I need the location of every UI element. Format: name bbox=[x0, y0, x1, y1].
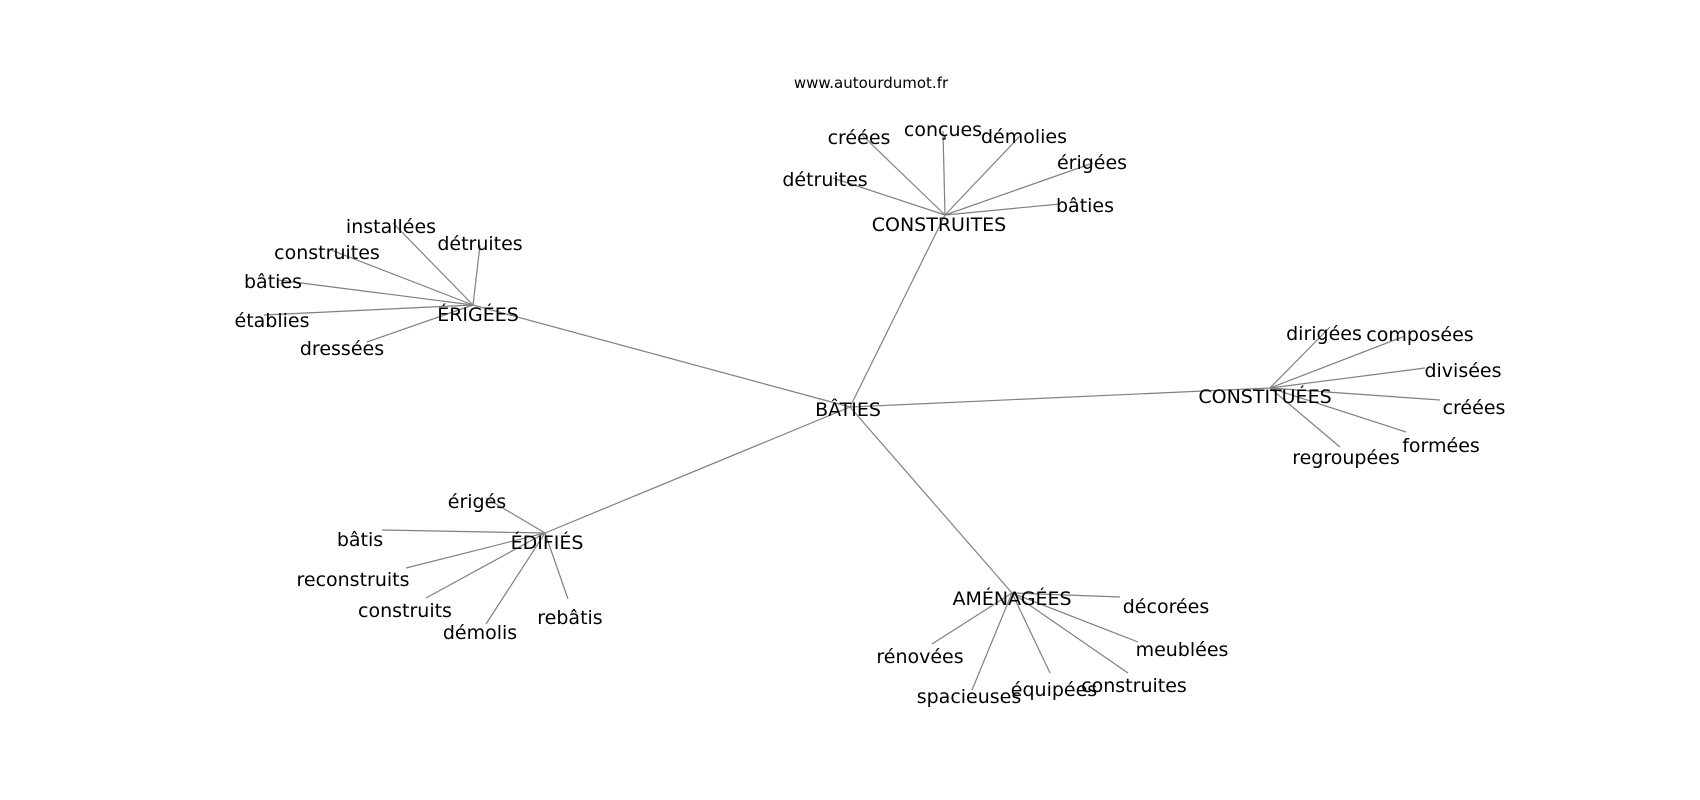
edge-branch-to-word bbox=[544, 532, 569, 600]
word-node-label[interactable]: créées bbox=[828, 127, 891, 149]
word-node-label[interactable]: détruites bbox=[437, 233, 522, 255]
edge-center-to-branch bbox=[849, 387, 1271, 408]
word-node-label[interactable]: spacieuses bbox=[917, 686, 1022, 708]
edge-branch-to-word bbox=[832, 177, 946, 216]
branch-node-label[interactable]: AMÉNAGÉES bbox=[952, 587, 1071, 610]
edge-branch-to-word bbox=[931, 592, 1013, 645]
word-node-label[interactable]: reconstruits bbox=[296, 569, 409, 591]
word-node-label[interactable]: érigées bbox=[1057, 152, 1127, 174]
edge-branch-to-word bbox=[366, 304, 474, 343]
edge-branch-to-word bbox=[392, 222, 474, 306]
edge-branch-to-word bbox=[944, 162, 1094, 216]
edge-branch-to-word bbox=[1269, 387, 1341, 448]
word-node-label[interactable]: démolies bbox=[981, 126, 1067, 148]
word-node-label[interactable]: rebâtis bbox=[537, 607, 602, 629]
edge-branch-to-word bbox=[381, 529, 546, 534]
word-node-label[interactable]: équipées bbox=[1011, 679, 1097, 701]
edge-branch-to-word bbox=[942, 130, 946, 216]
word-node-label[interactable]: composées bbox=[1366, 324, 1473, 346]
word-node-label[interactable]: détruites bbox=[782, 169, 867, 191]
edge-branch-to-word bbox=[1269, 335, 1406, 389]
branch-node-label[interactable]: ÉDIFIÉS bbox=[511, 531, 584, 554]
edge-branch-to-word bbox=[425, 532, 546, 599]
word-node-label[interactable]: conçues bbox=[904, 119, 982, 141]
edge-branch-to-word bbox=[1011, 592, 1051, 674]
word-node-label[interactable]: démolis bbox=[443, 622, 517, 644]
edge-branch-to-word bbox=[277, 279, 474, 306]
branch-node-label[interactable]: ÉRIGÉES bbox=[437, 303, 519, 326]
edge-branch-to-word bbox=[1269, 367, 1426, 389]
graph-edges bbox=[263, 130, 1441, 691]
word-node-label[interactable]: construites bbox=[274, 242, 380, 264]
center-node-label[interactable]: BÂTIES bbox=[815, 398, 881, 421]
branch-node-label[interactable]: CONSTRUITES bbox=[872, 214, 1006, 236]
edge-branch-to-word bbox=[485, 532, 546, 625]
edge-center-to-branch bbox=[544, 406, 851, 534]
edge-branch-to-word bbox=[861, 134, 946, 216]
edge-branch-to-word bbox=[472, 244, 481, 306]
word-node-label[interactable]: formées bbox=[1402, 435, 1480, 457]
branch-node-label[interactable]: CONSTITUÉES bbox=[1198, 385, 1331, 408]
edge-branch-to-word bbox=[263, 304, 474, 316]
edge-center-to-branch bbox=[849, 214, 946, 408]
edge-center-to-branch bbox=[472, 304, 851, 408]
site-watermark: www.autourdumot.fr bbox=[793, 74, 949, 92]
word-node-label[interactable]: bâtis bbox=[337, 529, 383, 551]
word-node-label[interactable]: rénovées bbox=[876, 646, 963, 668]
word-node-label[interactable]: construites bbox=[1081, 675, 1187, 697]
edge-branch-to-word bbox=[485, 497, 546, 534]
edge-center-to-branch bbox=[849, 406, 1013, 594]
word-node-label[interactable]: construits bbox=[358, 600, 452, 622]
word-node-label[interactable]: bâties bbox=[1056, 195, 1114, 217]
word-node-label[interactable]: décorées bbox=[1123, 596, 1210, 618]
edge-branch-to-word bbox=[944, 203, 1061, 216]
word-node-label[interactable]: regroupées bbox=[1292, 447, 1400, 469]
edge-branch-to-word bbox=[1011, 592, 1129, 674]
word-node-label[interactable]: divisées bbox=[1424, 360, 1501, 382]
edge-branch-to-word bbox=[944, 135, 1021, 216]
word-node-label[interactable]: créées bbox=[1443, 397, 1506, 419]
edge-branch-to-word bbox=[1011, 592, 1121, 598]
word-node-label[interactable]: érigés bbox=[448, 491, 506, 513]
word-node-label[interactable]: dirigées bbox=[1286, 323, 1362, 345]
edge-branch-to-word bbox=[405, 532, 546, 569]
edge-branch-to-word bbox=[1011, 592, 1139, 643]
edge-branch-to-word bbox=[1269, 387, 1407, 433]
edge-branch-to-word bbox=[971, 592, 1013, 691]
word-node-label[interactable]: meublées bbox=[1136, 639, 1229, 661]
edge-branch-to-word bbox=[1269, 326, 1331, 389]
word-node-label[interactable]: établies bbox=[235, 310, 310, 332]
word-node-label[interactable]: installées bbox=[346, 216, 436, 238]
word-node-label[interactable]: bâties bbox=[244, 271, 302, 293]
edge-branch-to-word bbox=[330, 249, 474, 306]
word-node-label[interactable]: dressées bbox=[300, 338, 384, 360]
edge-branch-to-word bbox=[1269, 387, 1441, 401]
